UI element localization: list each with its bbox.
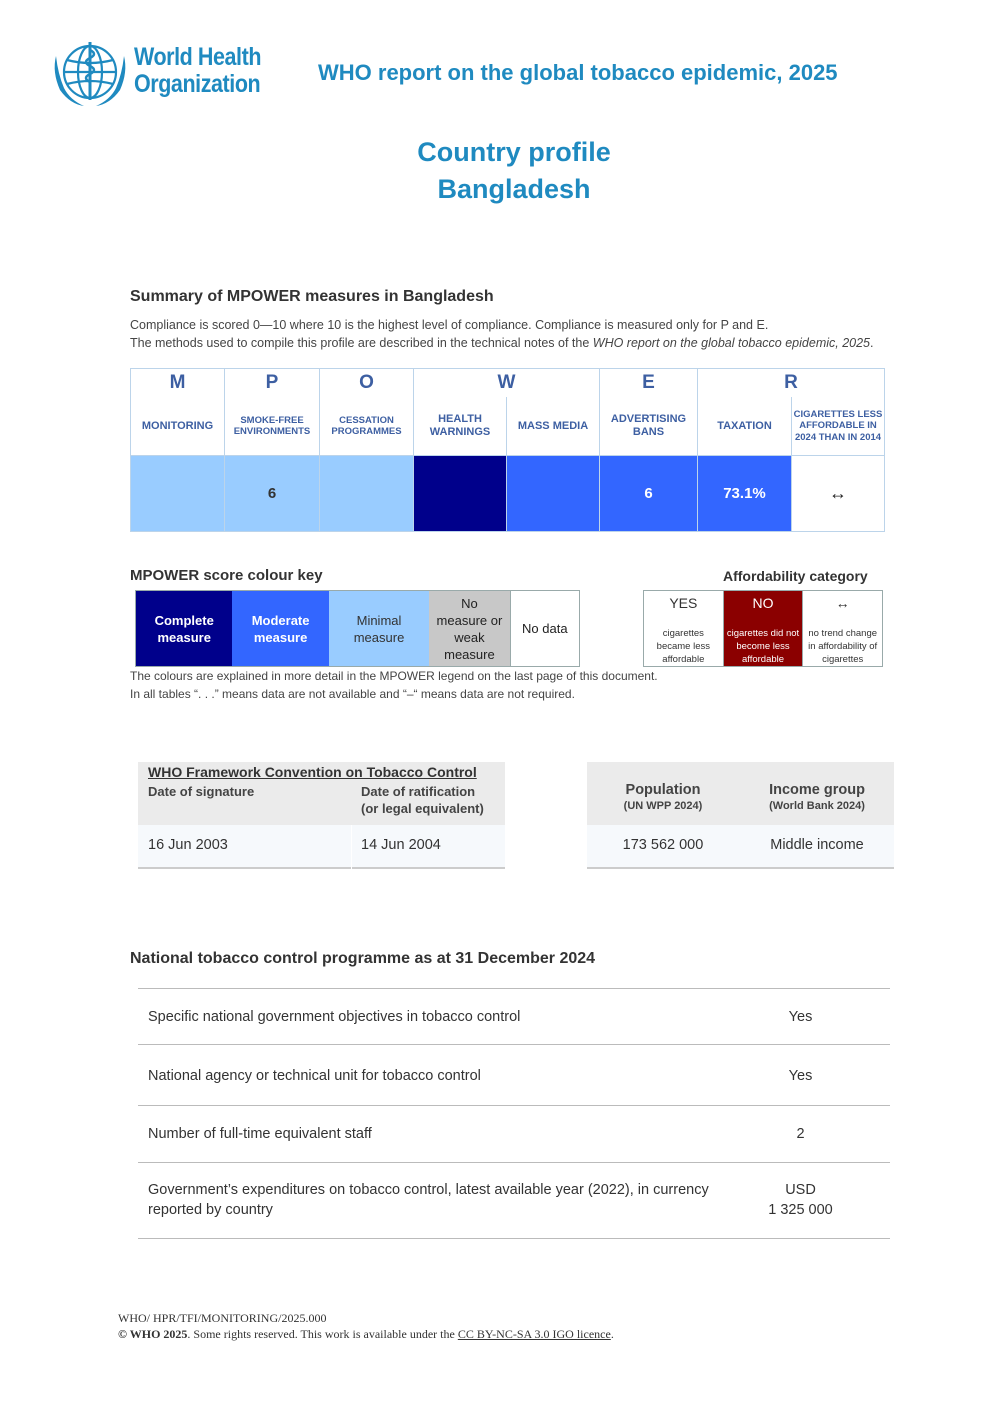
label-monitoring: MONITORING [130, 397, 225, 456]
signature-date: 16 Jun 2003 [148, 837, 228, 853]
affordability-no-change-desc: no trend change in affordability of ciga… [808, 628, 878, 665]
colour-key-heading: MPOWER score colour key [130, 567, 323, 584]
ntcp-expenditure-value: USD 1 325 000 [718, 1180, 883, 1220]
logo-text-line1: World Health [134, 43, 262, 71]
ntcp-expenditure-label-line1: Government’s expenditures on tobacco con… [148, 1182, 709, 1198]
label-cessation: CESSATION PROGRAMMES [319, 397, 414, 456]
ntcp-heading: National tobacco control programme as at… [130, 950, 596, 967]
data-availability-note: In all tables “. . .” means data are not… [130, 687, 575, 701]
letter-r: R [696, 368, 886, 397]
population-label: Population [625, 782, 701, 798]
income-group-label: Income group [769, 782, 865, 798]
value-smoke-free: 6 [224, 455, 320, 532]
label-smoke-free: SMOKE-FREE ENVIRONMENTS [224, 397, 320, 456]
affordability-yes-label: YES [669, 595, 698, 611]
population-source: (UN WPP 2024) [623, 800, 703, 812]
population-table: Population (UN WPP 2024) Income group (W… [587, 762, 894, 869]
label-taxation: TAXATION [697, 397, 792, 456]
page-title: Country profile Bangladesh [0, 134, 992, 208]
methods-note-prefix: The methods used to compile this profile… [130, 336, 593, 350]
document-code: WHO/ HPR/TFI/MONITORING/2025.000 [118, 1311, 327, 1325]
compliance-note: Compliance is scored 0—10 where 10 is th… [130, 318, 769, 332]
ntcp-expenditure-currency: USD [785, 1182, 816, 1198]
ntcp-expenditure-amount: 1 325 000 [768, 1202, 833, 1218]
ntcp-objectives-value: Yes [788, 1009, 813, 1025]
label-advertising-bans: ADVERTISING BANS [599, 397, 698, 456]
affordability-no-desc: cigarettes did not become less affordabl… [726, 628, 800, 665]
ntcp-table: Specific national government objectives … [138, 988, 890, 1239]
fctc-title: WHO Framework Convention on Tobacco Cont… [148, 764, 477, 780]
colour-key-note: The colours are explained in more detail… [130, 669, 658, 683]
population-value: 173 562 000 [622, 837, 704, 853]
ratification-label: Date of ratification (or legal equivalen… [361, 783, 484, 817]
copyright-notice: © WHO 2025. Some rights reserved. This w… [118, 1327, 614, 1342]
no-trend-arrow-icon: ↔ [835, 595, 850, 611]
report-title: WHO report on the global tobacco epidemi… [318, 60, 838, 85]
table-row: Number of full-time equivalent staff 2 [138, 1106, 890, 1163]
page-title-line1: Country profile [417, 137, 611, 167]
ntcp-staff-label: Number of full-time equivalent staff [148, 1126, 372, 1142]
who-logo: World Health Organization [50, 36, 290, 108]
ntcp-objectives-label: Specific national government objectives … [148, 1009, 521, 1025]
value-cessation [319, 455, 414, 532]
licence-link[interactable]: CC BY-NC-SA 3.0 IGO licence [457, 1327, 611, 1341]
signature-label: Date of signature [148, 784, 255, 799]
affordability-heading: Affordability category [723, 568, 868, 584]
ntcp-expenditure-label: Government’s expenditures on tobacco con… [148, 1180, 709, 1220]
colour-key: Complete measure Moderate measure Minima… [135, 590, 580, 667]
value-health-warnings [413, 455, 507, 532]
summary-heading: Summary of MPOWER measures in Bangladesh [130, 288, 494, 305]
ntcp-agency-value: Yes [788, 1068, 813, 1084]
country-name: Bangladesh [437, 174, 591, 204]
key-no-measure: No measure or weak measure [429, 591, 510, 666]
table-row: Specific national government objectives … [138, 989, 890, 1045]
label-affordability: CIGARETTES LESS AFFORDABLE IN 2024 THAN … [790, 397, 886, 456]
affordability-yes-desc: cigarettes became less affordable [656, 628, 710, 665]
ratification-label-line2: (or legal equivalent) [361, 801, 484, 816]
who-emblem-icon [54, 42, 126, 106]
value-affordability: ↔ [790, 455, 886, 532]
affordability-no: NO cigarettes did not become less afford… [723, 591, 804, 666]
label-mass-media: MASS MEDIA [506, 397, 600, 456]
label-health-warnings: HEALTH WARNINGS [413, 397, 507, 456]
copyright-end: . [610, 1327, 614, 1341]
income-group-source: (World Bank 2024) [769, 800, 865, 812]
letter-w: W [413, 368, 600, 397]
copyright-holder: © WHO 2025 [118, 1327, 188, 1341]
key-minimal-measure: Minimal measure [328, 591, 430, 666]
affordability-no-change: ↔ no trend change in affordability of ci… [803, 591, 882, 666]
letter-o: O [319, 368, 414, 397]
ntcp-agency-label: National agency or technical unit for to… [148, 1068, 481, 1084]
key-moderate-measure: Moderate measure [232, 591, 329, 666]
logo-text-line2: Organization [134, 70, 261, 98]
letter-e: E [599, 368, 698, 397]
table-row: Government’s expenditures on tobacco con… [138, 1163, 890, 1239]
value-mass-media [506, 455, 600, 532]
copyright-text: . Some rights reserved. This work is ava… [187, 1327, 458, 1341]
mpower-summary-table: M P O W E R MONITORING SMOKE-FREE ENVIRO… [130, 368, 886, 532]
value-taxation: 73.1% [697, 455, 792, 532]
ratification-date: 14 Jun 2004 [361, 837, 441, 853]
table-row: National agency or technical unit for to… [138, 1045, 890, 1106]
key-no-data: No data [509, 591, 580, 666]
fctc-table: WHO Framework Convention on Tobacco Cont… [138, 762, 505, 869]
affordability-key: YES cigarettes became less affordable NO… [643, 590, 883, 667]
letter-p: P [224, 368, 320, 397]
methods-note: The methods used to compile this profile… [130, 336, 874, 350]
affordability-no-label: NO [752, 595, 774, 611]
key-complete-measure: Complete measure [136, 591, 233, 666]
value-advertising-bans: 6 [599, 455, 698, 532]
ratification-label-line1: Date of ratification [361, 784, 476, 799]
ntcp-expenditure-label-line2: reported by country [148, 1202, 273, 1218]
ntcp-staff-value: 2 [796, 1126, 805, 1142]
methods-note-report: WHO report on the global tobacco epidemi… [592, 336, 871, 350]
income-group-value: Middle income [770, 837, 864, 853]
value-monitoring [130, 455, 225, 532]
letter-m: M [130, 368, 225, 397]
methods-note-suffix: . [870, 336, 874, 350]
affordability-yes: YES cigarettes became less affordable [644, 591, 724, 666]
